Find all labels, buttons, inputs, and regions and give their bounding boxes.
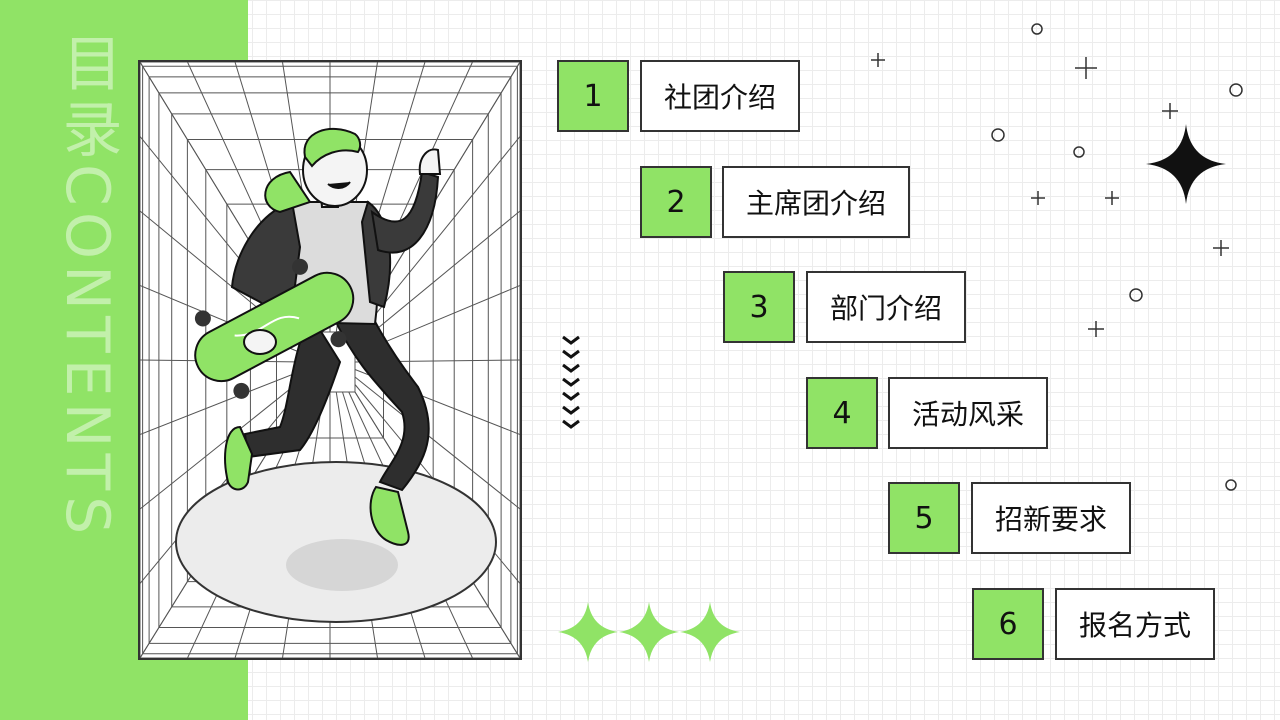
illustration-frame (138, 60, 522, 660)
sparkle-star-icon (558, 602, 740, 662)
plus-icon (1075, 57, 1097, 79)
menu-number-2: 2 (640, 166, 712, 238)
menu-number-1: 1 (557, 60, 629, 132)
menu-item-presidium-intro[interactable]: 主席团介绍 (722, 166, 911, 238)
menu-number-5: 5 (888, 482, 960, 554)
skateboarder-illustration (140, 62, 520, 658)
circle-icon (1129, 288, 1143, 302)
circle-icon (1225, 479, 1237, 491)
circle-icon (1073, 146, 1085, 158)
menu-item-club-intro[interactable]: 社团介绍 (640, 60, 801, 132)
menu-item-registration-method[interactable]: 报名方式 (1055, 588, 1216, 660)
menu-number-4: 4 (806, 377, 878, 449)
menu-number-3: 3 (723, 271, 795, 343)
circle-icon (1229, 83, 1243, 97)
plus-icon (1105, 191, 1119, 205)
menu-item-department-intro[interactable]: 部门介绍 (806, 271, 967, 343)
plus-icon (1213, 240, 1229, 256)
menu-item-recruitment-requirements[interactable]: 招新要求 (971, 482, 1132, 554)
menu-number-6: 6 (972, 588, 1044, 660)
plus-icon (1031, 191, 1045, 205)
vertical-section-title: 目录CONTENTS (52, 32, 122, 541)
menu-item-activities[interactable]: 活动风采 (888, 377, 1049, 449)
sparkle-star-icon (1146, 124, 1226, 204)
decorative-symbols (871, 23, 1243, 491)
circle-icon (991, 128, 1005, 142)
circle-icon (1031, 23, 1043, 35)
plus-icon (1162, 103, 1178, 119)
chevron-down-icon (562, 335, 580, 429)
plus-icon (1088, 321, 1104, 337)
plus-icon (871, 53, 885, 67)
